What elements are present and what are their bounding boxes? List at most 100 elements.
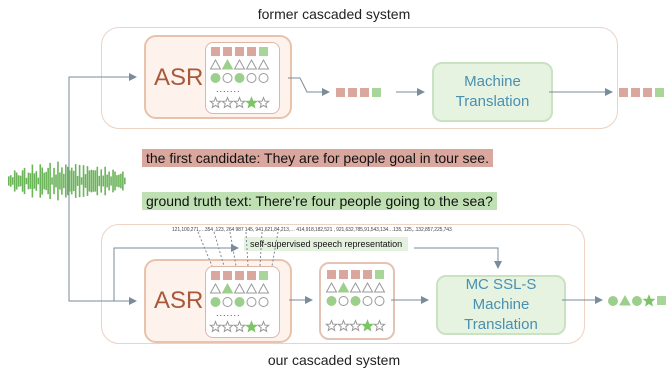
hyp-circle: [338, 296, 349, 306]
ssl-representation-label: self-supervised speech representation: [244, 237, 409, 251]
hyp-square: [235, 271, 244, 280]
waveform-bar: [90, 169, 93, 193]
waveform-bar: [11, 177, 14, 185]
hyp-square: [375, 270, 384, 279]
hyp-star: [256, 96, 271, 109]
waveform-bar: [124, 177, 126, 185]
waveform-bar: [120, 173, 122, 189]
arrow-wave-to-top-asr: [68, 73, 137, 165]
hyp-triangle: [257, 282, 270, 294]
hyp-circle: [246, 73, 257, 83]
hyp-star: [232, 320, 247, 333]
hyp-star: [208, 96, 223, 109]
token-id-sequence: 121,100,271,…354 ,123, 264 987 145, 941,…: [172, 227, 452, 233]
output-triangle: [619, 294, 631, 306]
waveform-bar: [19, 175, 22, 187]
hyp-circle: [362, 296, 373, 306]
waveform-bar: [96, 166, 99, 196]
hyp-star: [336, 319, 351, 332]
waveform-bar: [15, 172, 18, 190]
hyp-triangle: [349, 281, 362, 293]
hyp-circle: [350, 296, 361, 306]
hyp-square: [259, 271, 268, 280]
hyp-triangle: [221, 58, 234, 70]
hyp-star: [232, 96, 247, 109]
hyp-star: [220, 320, 235, 333]
bottom-mt-label-line1: MC SSL-S Machine: [465, 276, 537, 313]
bottom-mt-block: MC SSL-S Machine Translation: [436, 275, 566, 335]
hyp-square: [235, 47, 244, 56]
waveform-bar: [55, 174, 57, 188]
waveform-bar: [27, 172, 30, 190]
hyp-square: [363, 270, 372, 279]
waveform-bar: [39, 164, 42, 198]
waveform-bar: [63, 173, 65, 189]
output-square: [657, 296, 666, 305]
hyp-circle: [326, 296, 337, 306]
waveform-bar: [33, 173, 36, 189]
hyp-star: [324, 319, 339, 332]
hyp-circle: [222, 73, 233, 83]
waveform-bar: [68, 170, 71, 192]
arrow-ssl-to-bottom-mt: [414, 247, 502, 269]
token-fan-line: [259, 231, 263, 267]
ground-truth-text: ground truth text: There’re four people …: [142, 192, 497, 210]
waveform-bar: [43, 172, 45, 190]
waveform-bar: [88, 170, 91, 192]
waveform-bar: [102, 175, 104, 187]
top-token-square: [348, 88, 357, 97]
waveform-bar: [76, 176, 79, 186]
waveform-bar: [49, 162, 51, 200]
hyp-triangle: [337, 281, 350, 293]
waveform-bar: [35, 171, 38, 191]
hyp-circle: [234, 73, 245, 83]
hyp-square: [223, 271, 232, 280]
token-fan-line: [271, 231, 279, 267]
hyp-triangle: [233, 282, 246, 294]
hyp-square: [223, 47, 232, 56]
hyp-square: [351, 270, 360, 279]
top-hyp-ellipsis: .......: [216, 84, 241, 94]
waveform-bar: [61, 167, 63, 195]
hyp-star: [208, 320, 223, 333]
waveform-bar: [59, 172, 61, 190]
top-token-square: [372, 88, 381, 97]
hyp-square: [247, 271, 256, 280]
token-fan-line: [245, 231, 249, 267]
waveform-bar: [21, 170, 24, 192]
top-mt-label-line1: Machine: [464, 73, 521, 90]
output-star: [642, 294, 656, 307]
hyp-circle: [210, 73, 221, 83]
output-circle: [632, 296, 642, 306]
waveform-bar: [72, 170, 75, 192]
waveform-bar: [70, 167, 73, 195]
top-caption: former cascaded system: [257, 6, 411, 22]
waveform-bar: [53, 167, 55, 195]
waveform-bar: [8, 176, 10, 186]
token-fan-line: [229, 231, 237, 267]
waveform-bar: [65, 164, 67, 198]
token-fan-line: [213, 231, 225, 267]
waveform-bar: [47, 167, 49, 195]
output-circle: [608, 296, 618, 306]
waveform-bar: [110, 176, 112, 186]
waveform-bar: [41, 167, 44, 195]
hyp-circle: [258, 73, 269, 83]
first-candidate-text: the first candidate: They are for people…: [142, 149, 493, 167]
waveform-bar: [112, 169, 114, 193]
hyp-square: [327, 270, 336, 279]
waveform-bar: [31, 164, 34, 198]
hyp-circle: [374, 296, 385, 306]
hyp-circle: [258, 297, 269, 307]
waveform-bar: [78, 164, 81, 198]
top-token-square: [336, 88, 345, 97]
waveform-bar: [29, 173, 32, 189]
arrow-top-asr-to-tokens: [288, 77, 330, 96]
hyp-triangle: [233, 58, 246, 70]
waveform-bar: [106, 174, 108, 188]
waveform-bar: [86, 166, 89, 196]
waveform-bar: [84, 174, 87, 188]
hyp-square: [211, 271, 220, 280]
waveform-bar: [74, 164, 77, 198]
